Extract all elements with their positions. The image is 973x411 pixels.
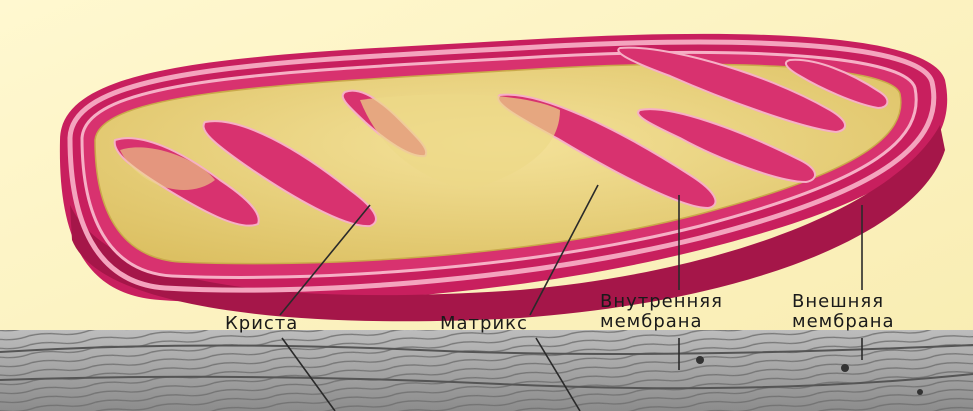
outer-membrane-label-line1: Внешняя bbox=[792, 292, 895, 312]
outer-membrane-label-line2: мембрана bbox=[792, 312, 895, 332]
outer-membrane-label: Внешняя мембрана bbox=[792, 292, 895, 332]
matrix-label: Матрикс bbox=[440, 314, 528, 334]
crista-label-text: Криста bbox=[225, 314, 298, 334]
electron-micrograph bbox=[0, 330, 973, 411]
crista-label: Криста bbox=[225, 314, 298, 334]
inner-membrane-label-line2: мембрана bbox=[600, 312, 723, 332]
matrix-label-text: Матрикс bbox=[440, 314, 528, 334]
inner-membrane-label-line1: Внутренняя bbox=[600, 292, 723, 312]
inner-membrane-label: Внутренняя мембрана bbox=[600, 292, 723, 332]
